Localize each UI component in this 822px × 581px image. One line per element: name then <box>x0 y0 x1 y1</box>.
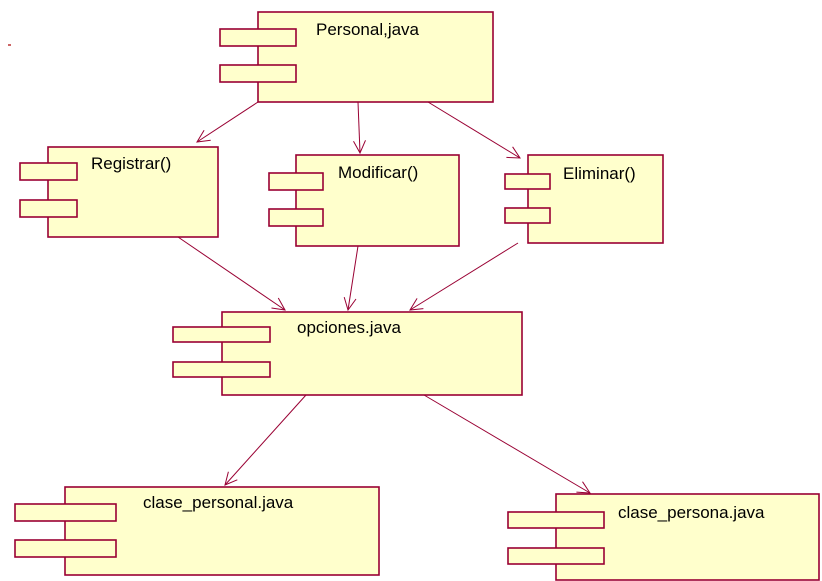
component-tab-lower <box>268 208 324 227</box>
component-tab-upper <box>268 172 324 191</box>
dependency-arrows <box>177 101 591 494</box>
component-label: Modificar() <box>338 163 418 182</box>
component-label: Personal,java <box>316 20 420 39</box>
component-personal-java[interactable]: Personal,java <box>219 11 494 103</box>
component-eliminar[interactable]: Eliminar() <box>504 154 664 244</box>
component-tab-lower <box>172 361 271 378</box>
component-clase-personal-java[interactable]: clase_personal.java <box>14 486 380 576</box>
component-label: clase_personal.java <box>143 493 294 512</box>
component-label: opciones.java <box>297 318 402 337</box>
dependency-opciones-to-clase-personal <box>224 394 307 486</box>
component-tab-upper <box>504 173 551 190</box>
dependency-modificar-to-opciones <box>343 245 359 312</box>
component-label: clase_persona.java <box>618 503 765 522</box>
dependency-personal-to-modificar <box>353 101 366 155</box>
component-tab-lower <box>219 64 297 83</box>
component-tab-lower <box>19 199 78 218</box>
component-tab-upper <box>219 28 297 47</box>
stray-mark <box>8 44 11 46</box>
component-tab-lower <box>507 547 605 565</box>
component-tab-lower <box>504 207 551 224</box>
component-tab-upper <box>172 326 271 343</box>
component-registrar[interactable]: Registrar() <box>19 146 219 238</box>
component-label: Eliminar() <box>563 164 636 183</box>
component-modificar[interactable]: Modificar() <box>268 154 460 247</box>
component-tab-lower <box>14 539 117 558</box>
component-tab-upper <box>19 162 78 181</box>
dependency-personal-to-eliminar <box>427 101 521 159</box>
dependency-personal-to-registrar <box>196 101 259 143</box>
component-label: Registrar() <box>91 154 171 173</box>
dependency-opciones-to-clase-persona <box>423 394 591 494</box>
component-opciones-java[interactable]: opciones.java <box>172 311 523 396</box>
component-tab-upper <box>507 511 605 529</box>
component-clase-persona-java[interactable]: clase_persona.java <box>507 493 820 581</box>
component-tab-upper <box>14 503 117 522</box>
dependency-registrar-to-opciones <box>177 236 286 311</box>
dependency-eliminar-to-opciones <box>409 242 519 311</box>
